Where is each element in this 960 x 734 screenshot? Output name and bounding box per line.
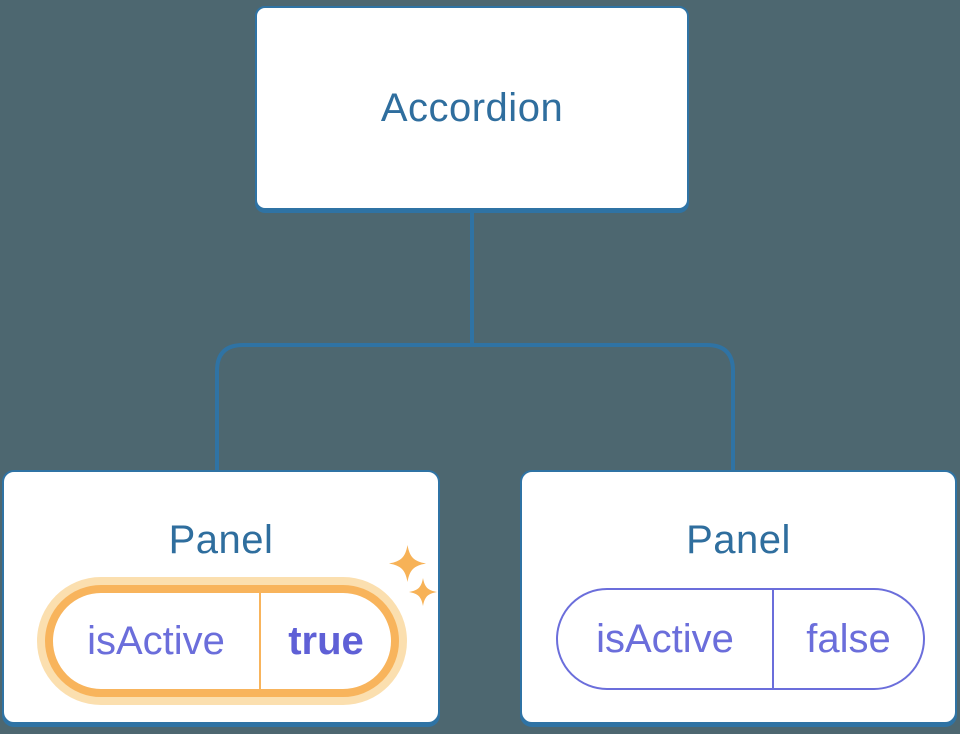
connector-branches bbox=[215, 343, 735, 470]
panel-node-inactive: Panel isActive false bbox=[520, 470, 957, 724]
isactive-prop-pill-inactive: isActive false bbox=[556, 588, 925, 690]
sparkle-icon-small bbox=[409, 578, 437, 606]
prop-name-label: isActive bbox=[596, 616, 734, 661]
isactive-prop-pill-active: isActive true bbox=[45, 585, 399, 697]
sparkle-icon-large bbox=[389, 545, 426, 582]
accordion-node: Accordion bbox=[255, 6, 689, 210]
pill-divider bbox=[259, 593, 261, 689]
prop-name-label: isActive bbox=[87, 618, 225, 663]
panel-title: Panel bbox=[168, 518, 274, 562]
panel-title: Panel bbox=[686, 518, 791, 562]
accordion-label: Accordion bbox=[380, 85, 564, 130]
prop-value-label: false bbox=[806, 616, 891, 661]
pill-divider bbox=[772, 590, 774, 688]
panel-node-active: Panel isActive true bbox=[2, 470, 440, 724]
prop-value-label: true bbox=[288, 618, 364, 663]
